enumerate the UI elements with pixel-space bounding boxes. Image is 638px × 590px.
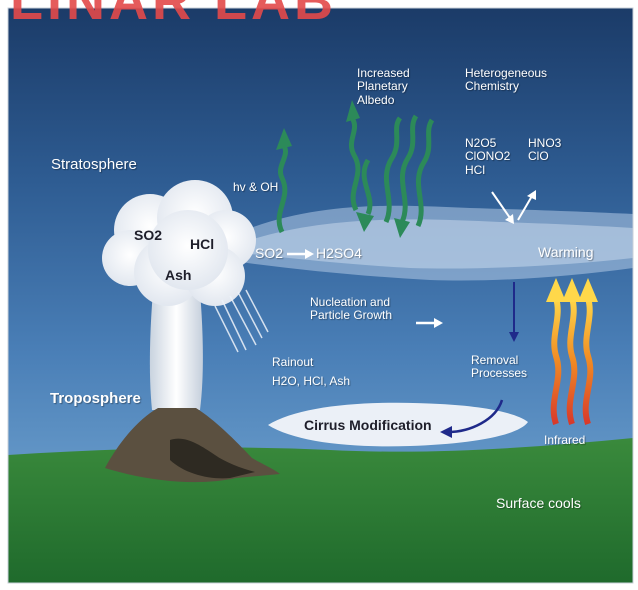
- het-products-label: HNO3 ClO: [528, 136, 562, 164]
- removal-processes-label: Removal Processes: [471, 353, 528, 381]
- cirrus-label: Cirrus Modification: [304, 417, 432, 433]
- radiation-arrows: [276, 114, 435, 234]
- ash-cloud: [102, 180, 256, 306]
- nucleation-label: Nucleation and Particle Growth: [310, 295, 393, 323]
- stratosphere-label: Stratosphere: [51, 156, 137, 173]
- rainout-label: Rainout: [272, 355, 314, 369]
- hv-oh-label: hv & OH: [233, 180, 279, 194]
- reaction-product: H2SO4: [316, 245, 362, 261]
- header-watermark: LINAR LAB: [10, 0, 337, 31]
- aerosol-layer: [240, 205, 633, 281]
- rainout-streaks: [214, 289, 269, 353]
- albedo-label: Increased Planetary Albedo: [357, 66, 410, 107]
- het-reactants-label: N2O5 ClONO2 HCl: [465, 136, 511, 177]
- infrared-label: Infrared: [544, 433, 586, 447]
- infrared-arrows: [550, 297, 594, 425]
- heterogeneous-chemistry-label: Heterogeneous Chemistry: [465, 66, 548, 94]
- troposphere-label: Troposphere: [50, 390, 141, 407]
- reaction-reactant: SO2: [255, 245, 284, 261]
- hcl-label: HCl: [190, 236, 215, 252]
- cirrus-cloud: [268, 402, 528, 447]
- warming-label: Warming: [538, 244, 594, 260]
- rainout-species-label: H2O, HCl, Ash: [272, 374, 351, 388]
- ash-label: Ash: [165, 267, 192, 283]
- surface-cools-label: Surface cools: [496, 495, 581, 511]
- so2-label: SO2: [134, 227, 163, 243]
